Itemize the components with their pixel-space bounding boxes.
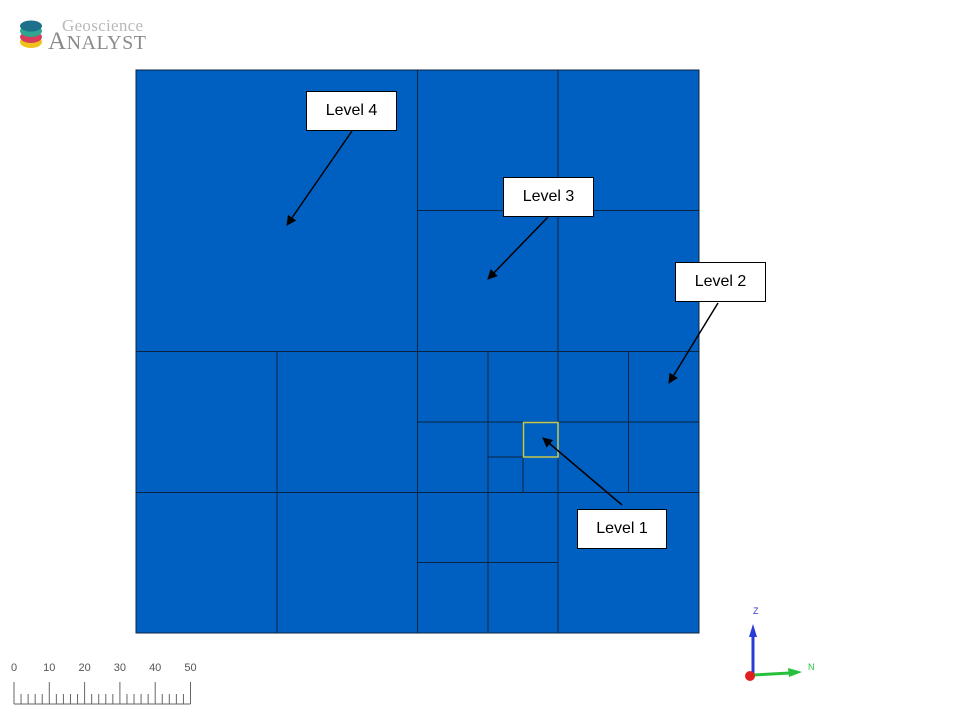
n-axis	[752, 671, 791, 677]
mesh-cell-boundaries	[136, 70, 699, 633]
scale-label: 0	[10, 662, 18, 674]
level1-arrow	[542, 437, 623, 506]
n-axis-arrow-icon	[788, 668, 802, 677]
scale-label: 50	[184, 662, 197, 674]
callout-level3: Level 3	[503, 177, 594, 217]
n-axis-label: N	[808, 662, 815, 672]
logo-brand-first-letter: A	[48, 28, 67, 55]
callout-level2: Level 2	[675, 262, 766, 302]
scale-label: 10	[43, 662, 56, 674]
scale-label: 20	[78, 662, 91, 674]
scale-label: 40	[149, 662, 162, 674]
level3-arrow	[487, 216, 549, 280]
geoscience-analyst-logo: Geoscience ANALYST	[18, 16, 168, 56]
callout-level1: Level 1	[577, 509, 667, 549]
orientation-axes[interactable]: Z N	[738, 602, 818, 688]
level2-arrow	[668, 302, 719, 384]
z-axis-arrow-icon	[749, 624, 757, 637]
level1-highlighted-cell[interactable]	[522, 421, 559, 458]
logo-stack-icon	[20, 20, 42, 48]
logo-brand-bottom: ANALYST	[48, 28, 146, 56]
level4-arrow	[286, 130, 353, 226]
scale-ruler	[13, 682, 191, 705]
callout-level4: Level 4	[306, 91, 397, 131]
origin-dot	[745, 671, 755, 681]
scale-label: 30	[113, 662, 127, 674]
logo-brand-rest: NALYST	[66, 32, 147, 54]
z-axis-label: Z	[753, 606, 759, 616]
scale-bar: 0 10 20 30 40 50	[6, 660, 206, 710]
logo-brand-top: Geoscience	[62, 16, 144, 35]
